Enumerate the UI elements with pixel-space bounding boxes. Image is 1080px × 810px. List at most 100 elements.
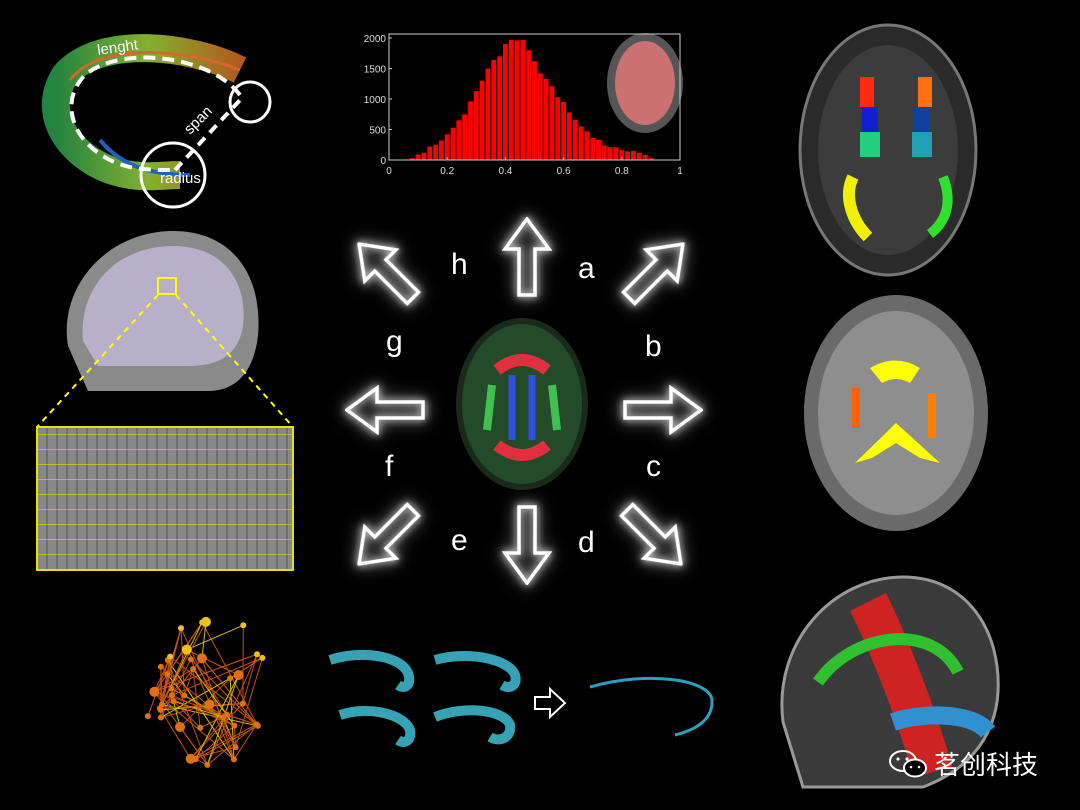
- network-node: [190, 666, 197, 673]
- histogram-bar: [572, 119, 578, 160]
- network-edge: [159, 621, 207, 709]
- arrow-h-icon: [503, 217, 551, 297]
- network-node: [196, 653, 207, 664]
- label-e: e: [451, 524, 468, 557]
- histogram-bar: [613, 147, 619, 160]
- x-tick-label: 0.4: [498, 166, 512, 177]
- network-node: [233, 670, 244, 681]
- histogram-bar: [456, 120, 462, 160]
- network-node: [259, 654, 266, 661]
- tract-sample: [338, 705, 416, 747]
- network-node: [168, 692, 175, 699]
- label-d: d: [578, 526, 595, 559]
- histogram-bar: [631, 150, 636, 160]
- sagittal-brain-image: [66, 231, 259, 391]
- network-node: [254, 722, 261, 729]
- y-tick-label: 1500: [364, 65, 387, 76]
- label-b: b: [645, 330, 662, 363]
- watermark: 茗创科技: [888, 745, 1038, 782]
- brain-network-graph: [144, 616, 266, 768]
- network-node: [227, 675, 234, 682]
- network-edge: [154, 691, 235, 727]
- network-edge: [166, 673, 185, 696]
- network-edge: [235, 657, 263, 748]
- network-edge: [160, 666, 224, 718]
- network-edge: [190, 703, 244, 760]
- network-node: [175, 721, 186, 732]
- y-tick-label: 0: [380, 156, 386, 167]
- arrow-b-icon: [623, 386, 703, 434]
- arrow-a-icon: [611, 226, 701, 316]
- histogram-bar: [625, 151, 631, 160]
- arrow-d-icon: [503, 505, 551, 585]
- network-node: [168, 685, 175, 692]
- label-h: h: [451, 248, 468, 281]
- network-edge: [190, 714, 228, 760]
- zoom-region-box: [157, 277, 177, 295]
- tbss-result-brain-image: [804, 295, 988, 531]
- arrow-c-icon: [609, 492, 699, 582]
- label-a: a: [578, 252, 595, 285]
- plot-frame: [388, 33, 681, 161]
- histogram-bar: [415, 154, 421, 160]
- histogram-bar: [433, 144, 438, 160]
- x-tick-label: 0.6: [557, 166, 571, 177]
- network-node: [204, 699, 215, 710]
- y-tick-label: 2000: [364, 34, 387, 45]
- histogram-bar: [438, 140, 444, 160]
- histogram-bar: [619, 150, 625, 160]
- network-edge: [195, 674, 240, 760]
- zoom-connector-lines: [36, 294, 294, 428]
- mean-tract-curve: [589, 676, 714, 737]
- network-node: [167, 653, 174, 660]
- endpoint-circle: [228, 80, 272, 124]
- histogram-bar: [450, 127, 456, 160]
- histogram-bar: [590, 138, 596, 160]
- arrow-e-icon: [341, 492, 431, 582]
- histogram-bar: [421, 152, 427, 160]
- dti-color-fa-map: [456, 318, 588, 490]
- network-node: [149, 686, 160, 697]
- x-tick-label: 0.2: [440, 166, 454, 177]
- network-node: [164, 671, 171, 678]
- network-edge: [242, 654, 258, 704]
- network-node: [187, 656, 194, 663]
- network-edge: [160, 677, 231, 718]
- network-node: [239, 700, 246, 707]
- histogram-bar: [526, 50, 532, 161]
- network-node: [240, 622, 247, 629]
- network-edge: [201, 621, 207, 659]
- tract-sample: [433, 705, 516, 745]
- network-edge: [190, 658, 259, 727]
- network-edge: [147, 656, 171, 717]
- tract-sample: [433, 650, 521, 692]
- network-edge: [233, 724, 258, 760]
- network-node: [197, 724, 204, 731]
- tract-sample: [328, 649, 415, 692]
- network-node: [192, 756, 199, 763]
- histogram-bar: [468, 101, 473, 160]
- histogram-bar: [648, 158, 654, 160]
- network-node: [181, 644, 192, 655]
- network-node: [144, 713, 151, 720]
- network-edge: [169, 656, 259, 727]
- network-edge: [160, 709, 192, 760]
- wechat-icon: [889, 749, 927, 777]
- network-node: [185, 753, 196, 764]
- fiber-bundle-geometry-panel: lenght span radius: [41, 34, 272, 209]
- network-node: [158, 701, 165, 708]
- histogram-bar: [514, 40, 520, 160]
- watermark-text: 茗创科技: [934, 750, 1039, 780]
- network-node: [231, 722, 238, 729]
- network-edge: [201, 657, 258, 725]
- label-g: g: [386, 325, 403, 358]
- roi-brain-axial-image: [798, 23, 978, 277]
- arrow-f-icon: [345, 386, 425, 434]
- network-edge: [161, 628, 182, 705]
- x-tick-label: 0: [386, 166, 392, 177]
- histogram-bar: [642, 155, 648, 160]
- radius-circle: [139, 141, 207, 209]
- network-edge: [186, 624, 244, 651]
